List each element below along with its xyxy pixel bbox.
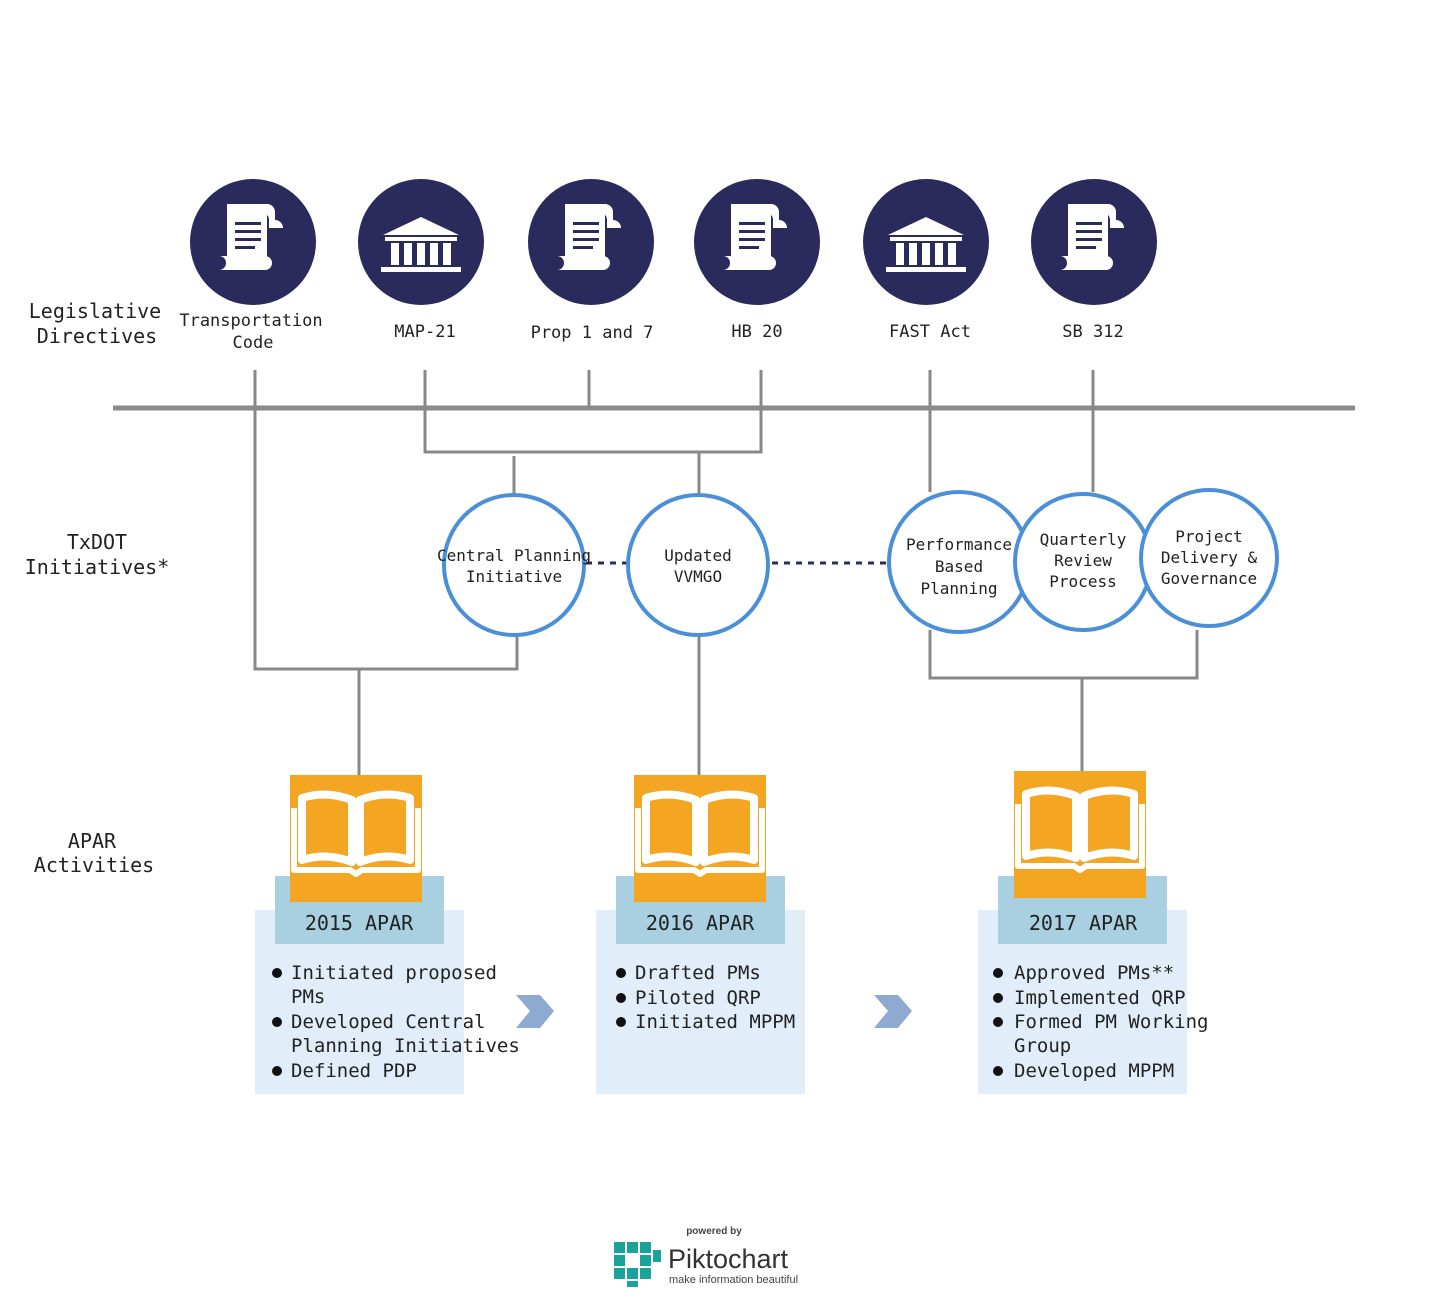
- directive-map-21: MAP-21: [358, 179, 484, 342]
- row-label-legislative-1: Legislative: [29, 299, 161, 323]
- initiative-label: Updated: [664, 546, 731, 565]
- connector-map21-hb20: [423, 370, 763, 454]
- card-title: 2017 APAR: [1029, 911, 1138, 935]
- card-title: 2015 APAR: [305, 911, 414, 935]
- apar-card-2017: 2017 APAR Approved PMs** Implemented QRP…: [978, 771, 1208, 1094]
- card-item: Formed PM Working: [1014, 1011, 1208, 1033]
- initiative-circle: [1139, 488, 1279, 628]
- card-item: PMs: [291, 986, 325, 1008]
- apar-card-2016: 2016 APAR Drafted PMs Piloted QRP Initia…: [596, 775, 805, 1094]
- card-item: Planning Initiatives: [291, 1035, 520, 1057]
- directive-label: SB 312: [1062, 322, 1123, 342]
- initiative-label: Based: [935, 557, 983, 576]
- bullet-icon: [272, 1017, 282, 1027]
- directive-circle: [863, 179, 989, 305]
- row-label-txdot-2: Initiatives*: [25, 555, 170, 579]
- initiative-label: Central Planning: [437, 546, 591, 565]
- directive-hb-20: HB 20: [694, 179, 820, 342]
- piktochart-wordmark: Piktochart: [668, 1244, 789, 1274]
- directive-fast-act: FAST Act: [863, 179, 989, 342]
- directive-label: FAST Act: [889, 322, 971, 342]
- apar-card-2015: 2015 APAR Initiated proposed PMs Develop…: [255, 775, 520, 1094]
- initiative-label: Performance: [906, 535, 1012, 554]
- card-item: Developed Central: [291, 1011, 485, 1033]
- row-label-legislative-2: Directives: [37, 324, 157, 348]
- connector-2017-initiatives: [928, 630, 1199, 680]
- directive-sb-312: SB 312: [1031, 179, 1157, 342]
- powered-by-text: powered by: [686, 1226, 742, 1237]
- chevron-right-icon: [874, 995, 912, 1028]
- bullet-icon: [616, 968, 626, 978]
- bullet-icon: [993, 1017, 1003, 1027]
- directive-label: Code: [233, 333, 274, 353]
- card-item: Group: [1014, 1035, 1071, 1057]
- piktochart-badge: powered by Piktochart make information b…: [614, 1226, 798, 1287]
- initiative-label: Review: [1054, 551, 1112, 570]
- connector-lines: [113, 370, 1355, 775]
- bullet-icon: [616, 1017, 626, 1027]
- directive-label: HB 20: [731, 322, 782, 342]
- row-label-apar-2: Activities: [34, 853, 154, 877]
- row-label-apar-1: APAR: [68, 829, 117, 853]
- chevron-right-icon: [516, 995, 554, 1028]
- bullet-icon: [993, 1066, 1003, 1076]
- card-item: Defined PDP: [291, 1060, 417, 1082]
- directive-label: Transportation: [179, 311, 322, 331]
- initiative-central-planning: Central Planning Initiative: [437, 493, 591, 637]
- initiative-label: VVMGO: [674, 567, 722, 586]
- row-label-txdot-1: TxDOT: [67, 530, 127, 554]
- directive-transportation-code: Transportation Code: [179, 179, 323, 353]
- directive-circle: [358, 179, 484, 305]
- initiative-circle: [626, 493, 770, 637]
- bullet-icon: [272, 968, 282, 978]
- initiative-label: Initiative: [466, 567, 562, 586]
- piktochart-tagline: make information beautiful: [669, 1274, 798, 1286]
- piktochart-logo-icon: [614, 1242, 661, 1287]
- card-item: Drafted PMs: [635, 962, 761, 984]
- initiative-quarterly-review-process: Quarterly Review Process: [1013, 492, 1153, 632]
- bullet-icon: [616, 993, 626, 1003]
- bullet-icon: [993, 993, 1003, 1003]
- initiative-label: Quarterly: [1040, 530, 1127, 549]
- bullet-icon: [993, 968, 1003, 978]
- initiative-updated-vvmgo: Updated VVMGO: [626, 493, 770, 637]
- initiative-label: Planning: [920, 579, 997, 598]
- initiative-label: Delivery &: [1161, 548, 1258, 567]
- initiative-performance-based-planning: Performance Based Planning: [887, 490, 1031, 634]
- card-item: Approved PMs**: [1014, 962, 1174, 984]
- initiative-label: Process: [1049, 572, 1116, 591]
- directive-label: MAP-21: [394, 322, 455, 342]
- card-item: Initiated MPPM: [635, 1011, 795, 1033]
- card-item: Developed MPPM: [1014, 1060, 1174, 1082]
- initiative-project-delivery-governance: Project Delivery & Governance: [1139, 488, 1279, 628]
- card-item: Piloted QRP: [635, 987, 761, 1009]
- directive-prop-1-and-7: Prop 1 and 7: [528, 179, 654, 343]
- initiative-circle: [442, 493, 586, 637]
- card-item: Implemented QRP: [1014, 987, 1186, 1009]
- bullet-icon: [272, 1066, 282, 1076]
- initiative-label: Project: [1175, 527, 1242, 546]
- initiative-label: Governance: [1161, 569, 1257, 588]
- card-item: Initiated proposed: [291, 962, 497, 984]
- connector-transportation-code: [253, 370, 519, 671]
- directive-label: Prop 1 and 7: [531, 323, 654, 343]
- card-title: 2016 APAR: [646, 911, 755, 935]
